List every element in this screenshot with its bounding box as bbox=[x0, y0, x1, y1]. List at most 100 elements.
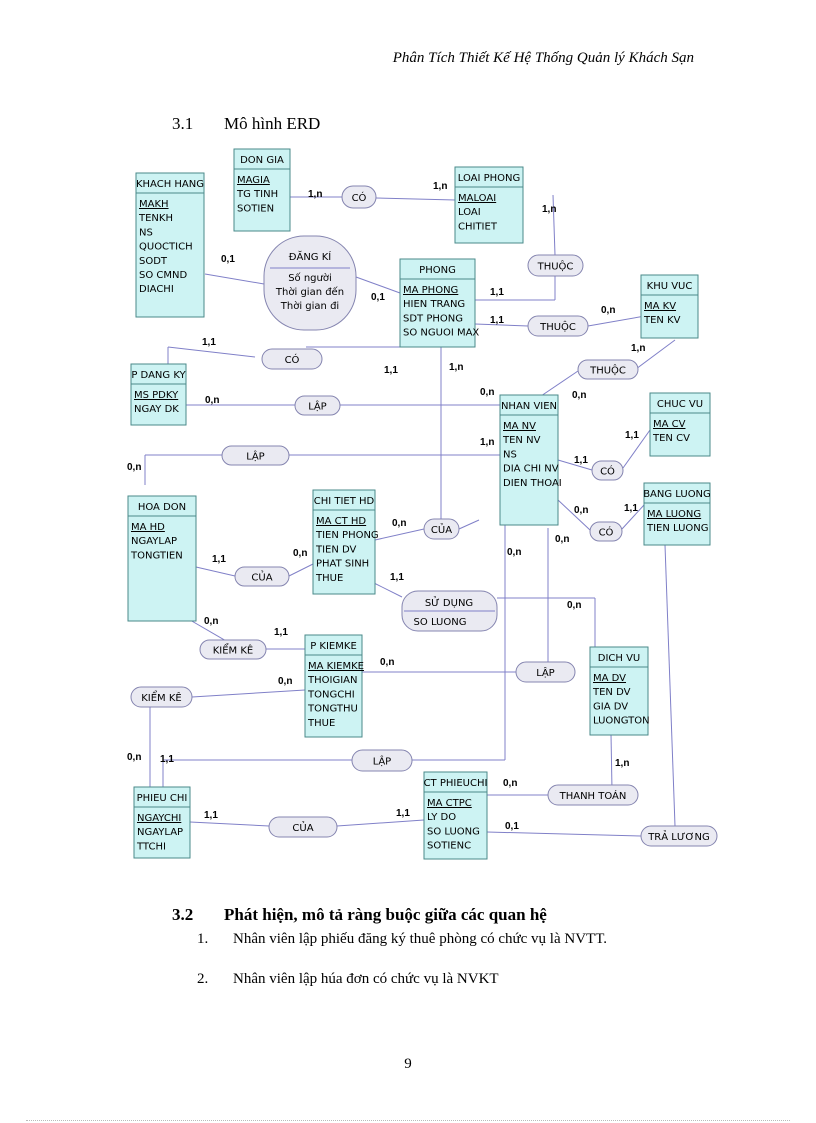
entity-attribute: TONGTIEN bbox=[130, 550, 183, 561]
section-title: Mô hình ERD bbox=[224, 114, 321, 133]
connector-line bbox=[167, 346, 256, 358]
relationship-shape bbox=[341, 185, 377, 209]
relationship-label: LẬP bbox=[246, 450, 264, 463]
entity-title: CHI TIET HD bbox=[314, 496, 375, 507]
relationship-co_cv: CÓ bbox=[591, 460, 624, 481]
relationship-label: KIỂM KÊ bbox=[141, 690, 182, 704]
entity-attribute: NGAY DK bbox=[134, 404, 179, 415]
entity-box bbox=[643, 482, 711, 546]
entity-attribute: SO NGUOI MAX bbox=[403, 328, 479, 339]
cardinality-label: 0,1 bbox=[371, 292, 385, 303]
connector-line bbox=[375, 197, 456, 201]
entity-attribute: TG TINH bbox=[236, 189, 278, 200]
cardinality-label: 1,1 bbox=[160, 754, 174, 765]
relationship-traluong: TRẢ LƯƠNG bbox=[640, 825, 718, 847]
cardinality-label: 0,n bbox=[204, 616, 218, 627]
entity-box bbox=[133, 786, 191, 859]
entity-attribute: MA CT HD bbox=[316, 516, 366, 527]
connector-line bbox=[195, 566, 236, 577]
relationship-label: THUỘC bbox=[589, 364, 626, 377]
connector-line bbox=[189, 821, 270, 827]
running-header: Phân Tích Thiết Kế Hệ Thống Quản lý Khác… bbox=[392, 50, 694, 66]
entity-title: DICH VU bbox=[598, 653, 641, 664]
relationship-label: ĐĂNG KÍ bbox=[289, 250, 332, 263]
entity-attribute: MA NV bbox=[503, 421, 536, 432]
relationship-shape bbox=[547, 784, 639, 806]
relationship-shape bbox=[261, 348, 323, 370]
relationship-shape bbox=[640, 825, 718, 847]
relationship-shape bbox=[263, 235, 357, 331]
cardinality-label: 0,n bbox=[278, 676, 292, 687]
relationship-lap_pdk: LẬP bbox=[294, 395, 341, 416]
entity-attribute: MA KIEMKE bbox=[308, 661, 364, 672]
entity-attribute: SO CMND bbox=[139, 270, 187, 281]
cardinality-label: 0,n bbox=[503, 778, 517, 789]
relationship-cua_phong: CỦA bbox=[423, 518, 460, 540]
entity-box bbox=[233, 148, 291, 232]
connector-line bbox=[474, 323, 529, 327]
entity-box bbox=[130, 363, 187, 426]
connector-line bbox=[587, 315, 646, 327]
entity-attribute: MA HD bbox=[131, 522, 165, 533]
list-item-text: Nhân viên lập phiếu đăng ký thuê phòng c… bbox=[233, 931, 608, 947]
cardinality-label: 0,n bbox=[293, 548, 307, 559]
entity-attribute: THUE bbox=[315, 573, 343, 584]
entity-attribute: LY DO bbox=[427, 812, 456, 823]
entity-attribute: TIEN LUONG bbox=[646, 523, 709, 534]
entity-box bbox=[399, 258, 476, 348]
relationship-label: LẬP bbox=[373, 755, 391, 768]
entity-attribute: TEN NV bbox=[502, 435, 541, 446]
entity-attribute: TIEN DV bbox=[315, 544, 357, 555]
cardinality-label: 0,n bbox=[127, 462, 141, 473]
relationship-co_luong: CÓ bbox=[589, 521, 623, 542]
cardinality-label: 0,n bbox=[572, 390, 586, 401]
relationship-shape bbox=[577, 359, 639, 380]
relationship-label: LẬP bbox=[536, 666, 554, 679]
entity-attribute: MALOAI bbox=[458, 193, 496, 204]
connector-line bbox=[621, 504, 645, 530]
relationship-co_pdk: CÓ bbox=[261, 348, 323, 370]
entity-title: KHU VUC bbox=[647, 281, 693, 292]
entity-title: PHIEU CHI bbox=[137, 793, 188, 804]
cardinality-label: 1,n bbox=[615, 758, 629, 769]
relationship-label: SỬ DỤNG bbox=[425, 595, 473, 609]
entity-box bbox=[454, 166, 524, 244]
relationship-shape bbox=[527, 254, 584, 277]
relationship-label: CÓ bbox=[352, 191, 367, 204]
relationship-shape bbox=[221, 445, 290, 466]
entity-title: KHACH HANG bbox=[136, 179, 204, 190]
list-item: 2.Nhân viên lập húa đơn có chức vụ là NV… bbox=[197, 971, 499, 988]
connector-line bbox=[191, 689, 306, 698]
cardinality-label: 1,1 bbox=[625, 430, 639, 441]
entity-attribute: NS bbox=[503, 449, 517, 460]
entity-attribute: NS bbox=[139, 227, 153, 238]
entity-box bbox=[499, 394, 559, 526]
connector-line bbox=[540, 370, 579, 397]
list-item-text: Nhân viên lập húa đơn có chức vụ là NVKT bbox=[233, 971, 499, 987]
connector-line bbox=[204, 273, 265, 285]
entity-attribute: SDT PHONG bbox=[403, 313, 463, 324]
entity-box bbox=[589, 646, 649, 736]
relationship-shape bbox=[351, 749, 413, 772]
relationship-cua_pc: CỦA bbox=[268, 816, 338, 838]
entity-attribute: MA LUONG bbox=[647, 509, 701, 520]
page-number: 9 bbox=[404, 1056, 412, 1072]
entity-attribute: DIA CHI NV bbox=[503, 464, 559, 475]
cardinality-label: 1,n bbox=[449, 362, 463, 373]
connector-line bbox=[458, 519, 480, 530]
cardinality-label: 0,n bbox=[574, 505, 588, 516]
entity-attribute: TEN KV bbox=[643, 315, 681, 326]
relationship-shape bbox=[234, 566, 290, 587]
list-item-number: 1. bbox=[197, 931, 209, 947]
entity-attribute: GIA DV bbox=[593, 701, 628, 712]
entity-attribute: MAKH bbox=[139, 199, 169, 210]
entity-attribute: PHAT SINH bbox=[316, 559, 369, 570]
